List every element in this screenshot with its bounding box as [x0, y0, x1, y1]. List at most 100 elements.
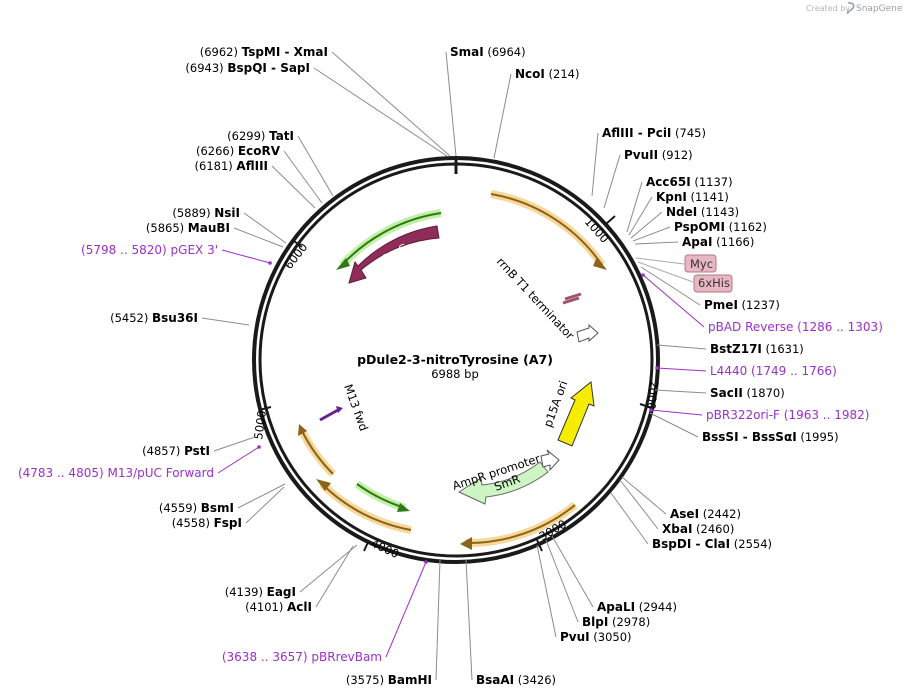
enzyme-label: (4139) EagI [225, 585, 296, 599]
site-name: L4440 [710, 364, 747, 378]
feature-p15a-ori[interactable]: p15A ori [541, 379, 595, 447]
enzyme-site-blpi[interactable]: BlpI (2978) [545, 539, 650, 629]
feature-arac[interactable]: araC [348, 225, 440, 284]
tick-label-2000: 2000 [644, 380, 661, 411]
enzyme-site-bstz17i[interactable]: BstZ17I (1631) [656, 342, 804, 356]
tag-myc[interactable]: Myc [635, 254, 717, 273]
site-name: AclI [287, 600, 312, 614]
primer-marker [268, 261, 272, 265]
enzyme-site-bspqi-sapi[interactable]: (6943) BspQI - SapI [185, 61, 448, 157]
enzyme-site-eagi[interactable]: (4139) EagI [225, 544, 358, 599]
enzyme-site-pvuii[interactable]: PvuII (912) [603, 148, 693, 209]
enzyme-site-smai[interactable]: SmaI (6964) [445, 45, 526, 157]
feature-orf-bottom-left[interactable] [316, 479, 412, 534]
snapgene-logo-icon [847, 2, 855, 15]
site-position: (6181) [195, 159, 237, 173]
enzyme-site-ndei[interactable]: NdeI (1143) [630, 205, 739, 239]
primer-site-pbr322ori-f[interactable]: pBR322ori-F (1963 .. 1982) [649, 408, 869, 422]
enzyme-site-bsaai[interactable]: BsaAI (3426) [465, 559, 556, 687]
enzyme-site-kpni[interactable]: KpnI (1141) [628, 190, 729, 236]
site-position: (6962) [200, 45, 242, 59]
enzyme-site-bsu36i[interactable]: (5452) Bsu36I [110, 311, 250, 326]
leader-line [628, 196, 653, 236]
feature-orf-bottom[interactable] [460, 501, 578, 550]
enzyme-label: NdeI (1143) [666, 205, 739, 219]
enzyme-site-nsii[interactable]: (5889) NsiI [172, 206, 287, 244]
site-position: (4139) [225, 585, 267, 599]
primer-site-pbrrevbam[interactable]: (3638 .. 3657) pBRrevBam [222, 560, 428, 664]
enzyme-site-fspi[interactable]: (4558) FspI [172, 486, 285, 530]
primer-label: pBR322ori-F (1963 .. 1982) [706, 408, 869, 422]
site-name: pGEX 3' [171, 243, 218, 257]
site-name: Bsu36I [152, 311, 198, 325]
leader-line [271, 165, 316, 209]
site-position: (2460) [692, 522, 734, 536]
site-name: PvuI [560, 630, 590, 644]
enzyme-site-sacii[interactable]: SacII (1870) [654, 386, 785, 400]
enzyme-label: BspDI - ClaI (2554) [652, 537, 772, 551]
enzyme-label: PspOMI (1162) [674, 220, 767, 234]
feature-orf-left[interactable] [298, 424, 336, 477]
enzyme-site-bsssi-bsss-i[interactable]: BssSI - BssSαI (1995) [649, 412, 839, 444]
leader-line [536, 544, 557, 638]
primer-marker [649, 408, 653, 412]
feature-m13-fwd[interactable]: M13 fwd [319, 382, 371, 433]
site-name: AseI [670, 507, 699, 521]
credit-text: Created by [806, 4, 850, 13]
enzyme-site-psti[interactable]: (4857) PstI [142, 436, 256, 458]
primer-label: pBAD Reverse (1286 .. 1303) [708, 320, 883, 334]
enzyme-site-apali[interactable]: ApaLI (2944) [551, 535, 677, 614]
leader-line [201, 317, 250, 326]
site-name: ApaI [682, 235, 712, 249]
site-name: BlpI [582, 615, 608, 629]
primer-site-pbad-reverse[interactable]: pBAD Reverse (1286 .. 1303) [641, 273, 883, 334]
enzyme-site-acc65i[interactable]: Acc65I (1137) [626, 175, 733, 233]
enzyme-site-tspmi-xmai[interactable]: (6962) TspMI - XmaI [200, 45, 451, 157]
feature-green-arc-top-left[interactable] [336, 209, 442, 270]
enzyme-site-maubi[interactable]: (5865) MauBI [146, 221, 284, 248]
enzyme-label: (5889) NsiI [172, 206, 240, 220]
enzyme-site-apai[interactable]: ApaI (1166) [634, 235, 754, 249]
enzyme-site-ncoi[interactable]: NcoI (214) [493, 67, 580, 159]
enzyme-label: (4857) PstI [142, 444, 210, 458]
site-position: (4857) [142, 444, 184, 458]
enzyme-site-acli[interactable]: (4101) AclI [245, 545, 354, 614]
enzyme-site-pvui[interactable]: PvuI (3050) [536, 544, 632, 644]
enzyme-site-pspomi[interactable]: PspOMI (1162) [632, 220, 767, 242]
feature-green-arc-bottom[interactable] [354, 480, 410, 512]
site-position: (2944) [635, 600, 677, 614]
primer-label: (3638 .. 3657) pBRrevBam [222, 650, 382, 664]
primer-site-m13-puc-forward[interactable]: (4783 .. 4805) M13/pUC Forward [18, 445, 261, 480]
tag-6xhis[interactable]: 6xHis [637, 261, 733, 293]
site-name: PstI [184, 444, 210, 458]
enzyme-site-xbai[interactable]: XbaI (2460) [619, 479, 734, 536]
enzyme-site-ecorv[interactable]: (6266) EcoRV [196, 144, 323, 204]
enzyme-site-bsmi[interactable]: (4559) BsmI [159, 483, 286, 515]
enzyme-site-bspdi-clai[interactable]: BspDI - ClaI (2554) [610, 492, 772, 551]
feature-rrnb-terminator[interactable]: rrnB T1 terminator [494, 254, 599, 343]
site-position: (3050) [590, 630, 632, 644]
primer-site-pgex-3[interactable]: (5798 .. 5820) pGEX 3' [81, 243, 272, 265]
site-name: XbaI [662, 522, 692, 536]
tick-5000: 5000 [251, 406, 272, 440]
site-position: (214) [545, 67, 580, 81]
leader-line [649, 412, 699, 438]
site-position: (3426) [514, 673, 556, 687]
site-position: (2554) [730, 537, 772, 551]
enzyme-site-bamhi[interactable]: (3575) BamHI [346, 559, 441, 687]
feature-orf-top-right[interactable] [490, 190, 607, 270]
enzyme-site-afliii[interactable]: (6181) AflIII [195, 159, 316, 209]
primer-site-l4440[interactable]: L4440 (1749 .. 1766) [655, 364, 837, 378]
feature-label-rrnb-terminator: rrnB T1 terminator [494, 254, 577, 342]
enzyme-site-tati[interactable]: (6299) TatI [227, 129, 334, 197]
enzyme-label: Acc65I (1137) [646, 175, 733, 189]
enzyme-label: AseI (2442) [670, 507, 741, 521]
site-name: EagI [267, 585, 296, 599]
feature-smr[interactable]: SmR [457, 461, 549, 505]
enzyme-site-pmei[interactable]: PmeI (1237) [640, 266, 780, 312]
enzyme-site-afliii-pcii[interactable]: AflIII - PciI (745) [591, 126, 706, 197]
site-name: M13/pUC Forward [107, 466, 214, 480]
enzyme-site-asei[interactable]: AseI (2442) [621, 476, 741, 521]
site-name: TspMI - XmaI [242, 45, 328, 59]
site-name: PvuII [624, 148, 658, 162]
